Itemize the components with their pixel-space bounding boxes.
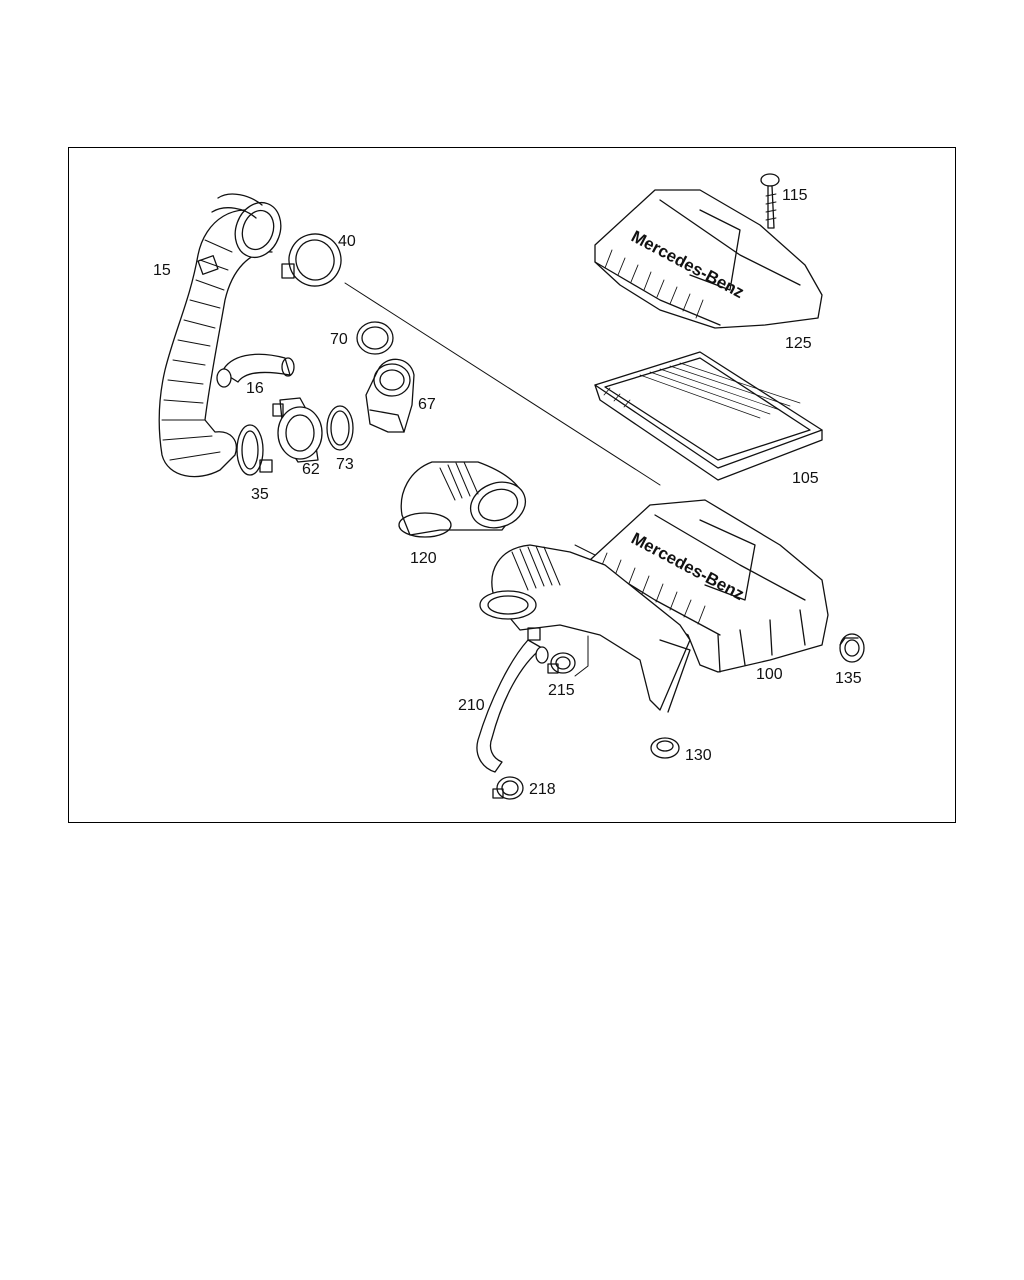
leader-line <box>574 635 589 677</box>
mass-air-flow-sensor-part-62 <box>272 397 323 463</box>
callout-label: 130 <box>685 747 712 764</box>
callout-label: 125 <box>785 335 812 352</box>
clamp-part-40 <box>281 233 342 287</box>
grommet-part-130 <box>650 737 680 759</box>
callout-label: 105 <box>792 470 819 487</box>
callout-label: 62 <box>302 461 320 478</box>
callout-label: 215 <box>548 682 575 699</box>
callout-label: 67 <box>418 396 436 413</box>
callout-label: 16 <box>246 380 264 397</box>
callout-label: 210 <box>458 697 485 714</box>
leader-line <box>574 544 596 556</box>
elbow-hose-part-16 <box>216 353 295 388</box>
callout-label: 40 <box>338 233 356 250</box>
air-cleaner-cover-part-125: Mercedes-Benz <box>594 189 823 329</box>
leader-line <box>344 282 661 486</box>
callout-label: 35 <box>251 486 269 503</box>
callout-label: 115 <box>782 187 808 204</box>
breather-hose-part-210 <box>476 627 549 773</box>
flap-housing-part-67 <box>365 358 415 433</box>
callout-label: 100 <box>756 666 783 683</box>
diagram-frame <box>68 147 956 823</box>
callout-label: 73 <box>336 456 354 473</box>
air-filter-element-part-105 <box>594 351 823 481</box>
callout-label: 120 <box>410 550 437 567</box>
clamp-part-218 <box>492 776 524 800</box>
air-cleaner-housing-part-100: Mercedes-Benz <box>479 499 829 713</box>
screw-part-115 <box>760 173 780 229</box>
callout-label: 218 <box>529 781 556 798</box>
callout-label: 70 <box>330 331 348 348</box>
callout-label: 135 <box>835 670 862 687</box>
clamp-part-215 <box>547 652 576 674</box>
rubber-mount-part-135 <box>839 633 865 663</box>
intake-bellows-part-120 <box>398 461 527 538</box>
hose-clamp-part-35 <box>236 424 273 476</box>
sealing-ring-part-73 <box>326 405 354 451</box>
intake-hose-part-15 <box>158 193 282 478</box>
ring-part-70 <box>356 321 394 355</box>
callout-label: 15 <box>153 262 171 279</box>
